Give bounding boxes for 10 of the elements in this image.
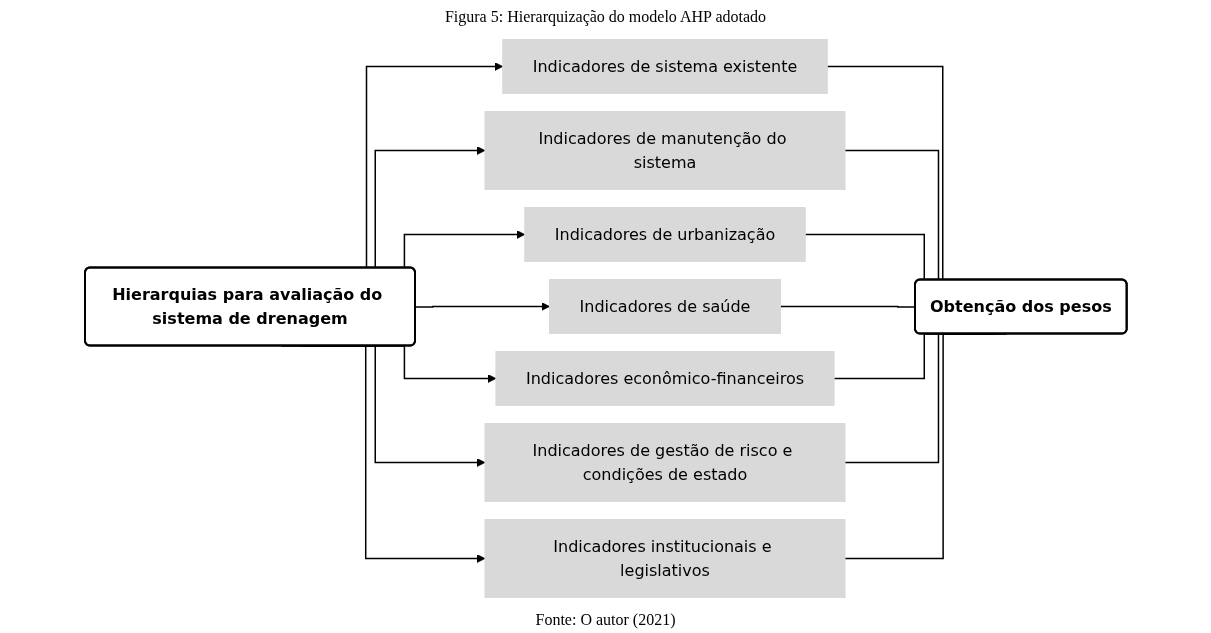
node-box: Indicadores de urbanização	[523, 207, 806, 262]
source-caption: Fonte: O autor (2021)	[535, 611, 676, 629]
node-box: Indicadores de sistema existente	[501, 39, 828, 94]
node-box: Indicadores de manutenção do sistema	[484, 111, 846, 190]
node-box: Indicadores de gestão de risco e condições de estado	[484, 423, 846, 502]
node-box: Indicadores econômico-financeiros	[495, 351, 835, 406]
figure-title: Figura 5: Hierarquização do modelo AHP adotado	[444, 8, 767, 26]
arrow	[414, 302, 550, 311]
node-box: Indicadores de saúde	[548, 279, 781, 334]
node-box: Indicadores institucionais e legislativos	[484, 519, 846, 598]
